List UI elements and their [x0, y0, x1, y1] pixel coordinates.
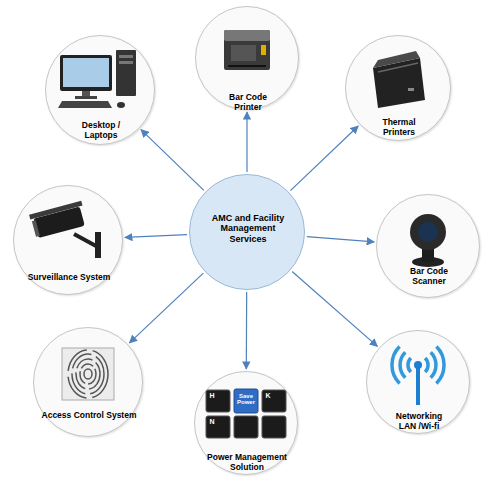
service-label: Thermal Printers [372, 118, 427, 138]
connector-arrow [292, 272, 377, 347]
key-label: N [208, 418, 216, 425]
key-label: H [208, 392, 216, 399]
connector-arrow [125, 235, 187, 238]
label-box: Access Control System [34, 411, 144, 421]
connector-arrow [129, 273, 203, 343]
service-label: Bar Code Printer [223, 93, 273, 113]
label-box: AMC and Facility Management Services [209, 213, 287, 244]
service-circle: Desktop / Laptops [45, 35, 155, 145]
connector-arrow [290, 126, 358, 191]
service-label: Networking LAN /Wi-fi [389, 412, 449, 432]
connector-arrow [246, 292, 248, 369]
service-circle: Networking LAN /Wi-fi [366, 330, 470, 434]
service-label: Power Management Solution [197, 453, 297, 473]
service-label: Access Control System [34, 411, 144, 421]
service-circle: Bar Code Scanner [376, 194, 480, 298]
label-box: Networking LAN /Wi-fi [389, 412, 449, 432]
label-box: Thermal Printers [372, 118, 427, 138]
key-label: Save Power [234, 393, 258, 406]
connector-arrow [307, 237, 374, 242]
service-circle: Surveillance System [13, 185, 123, 295]
label-box: Power Management Solution [197, 453, 297, 473]
service-circle: Bar Code Printer [195, 6, 299, 110]
hub-circle: AMC and Facility Management Services [189, 174, 305, 290]
service-label: Desktop / Laptops [71, 121, 131, 141]
label-box: Desktop / Laptops [71, 121, 131, 141]
connector-arrow [246, 112, 247, 172]
label-box: Bar Code Printer [223, 93, 273, 113]
label-box: Surveillance System [19, 273, 119, 283]
service-circle: Access Control System [33, 327, 143, 437]
connector-arrow [141, 130, 204, 191]
hub-title: AMC and Facility Management Services [209, 213, 287, 244]
service-label: Surveillance System [19, 273, 119, 283]
service-label: Bar Code Scanner [404, 267, 454, 287]
service-circle: Thermal Printers [345, 35, 451, 141]
key-label: K [264, 392, 272, 399]
label-box: Bar Code Scanner [404, 267, 454, 287]
